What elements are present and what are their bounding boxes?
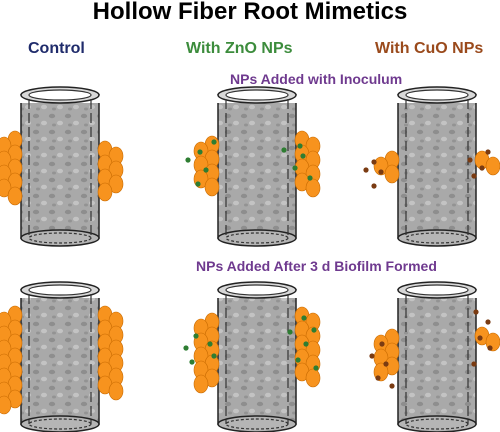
hollow-fiber — [397, 281, 477, 432]
figure-title: Hollow Fiber Root Mimetics — [92, 0, 408, 25]
fiber-body — [217, 289, 297, 425]
nanoparticle — [297, 143, 303, 149]
nanoparticle — [203, 167, 209, 173]
fiber-lumen-bottom — [225, 232, 289, 244]
fiber-lumen-bottom — [28, 232, 92, 244]
nanoparticle — [300, 153, 306, 159]
nanoparticle — [363, 167, 369, 173]
nanoparticle — [378, 169, 384, 175]
nanoparticle — [371, 183, 377, 189]
fiber-lumen-top — [28, 284, 92, 296]
nanoparticle — [471, 173, 477, 179]
nanoparticle — [211, 139, 217, 145]
hollow-fiber — [397, 86, 477, 247]
nanoparticle — [193, 333, 199, 339]
hollow-fiber — [20, 86, 100, 247]
fiber-bottom — [217, 229, 297, 247]
fiber-bottom — [397, 229, 477, 247]
row-label-inoculum: NPs Added with Inoculum — [230, 71, 403, 87]
nanoparticle — [295, 357, 301, 363]
nanoparticle — [281, 147, 287, 153]
nanoparticle — [303, 341, 309, 347]
bacterial-cell — [204, 177, 220, 197]
bacterial-cell — [97, 182, 113, 202]
nanoparticle — [197, 149, 203, 155]
nanoparticle — [485, 319, 491, 325]
cuo-column-heading: With CuO NPs — [375, 40, 484, 57]
nanoparticle — [375, 375, 381, 381]
nanoparticle — [379, 341, 385, 347]
zno-column-heading: With ZnO NPs — [186, 40, 293, 57]
fiber-bottom — [397, 415, 477, 432]
hollow-fiber — [217, 281, 297, 432]
nanoparticle — [301, 315, 307, 321]
nanoparticle — [287, 329, 293, 335]
nanoparticle — [183, 345, 189, 351]
bacterial-cell — [305, 368, 321, 388]
nanoparticle — [185, 157, 191, 163]
fiber-lumen-top — [405, 284, 469, 296]
fiber-lumen-top — [225, 284, 289, 296]
hollow-fiber — [217, 86, 297, 247]
nanoparticle — [189, 359, 195, 365]
fiber-lumen-top — [405, 89, 469, 101]
bacterial-cell — [373, 156, 389, 176]
fiber-body — [20, 94, 100, 239]
bacterial-cell — [485, 156, 500, 176]
fiber-body — [397, 94, 477, 239]
nanoparticle — [479, 165, 485, 171]
nanoparticle — [292, 165, 298, 171]
nanoparticle — [371, 159, 377, 165]
bacterial-cell — [305, 178, 321, 198]
nanoparticle — [473, 309, 479, 315]
nanoparticle — [211, 353, 217, 359]
nanoparticle — [383, 361, 389, 367]
nanoparticle — [389, 383, 395, 389]
bacterial-cell — [0, 395, 12, 415]
nanoparticle — [313, 365, 319, 371]
bacterial-cell — [7, 186, 23, 206]
nanoparticle — [487, 345, 493, 351]
fiber-body — [20, 289, 100, 425]
fiber-body — [397, 289, 477, 425]
fiber-body — [217, 94, 297, 239]
nanoparticle — [311, 327, 317, 333]
nanoparticle — [467, 157, 473, 163]
nanoparticle — [195, 181, 201, 187]
bacterial-cell — [108, 381, 124, 401]
fiber-bottom — [20, 229, 100, 247]
bacterial-cell — [108, 174, 124, 194]
control-column-heading: Control — [28, 40, 85, 57]
nanoparticle — [485, 149, 491, 155]
bacterial-cell — [384, 164, 400, 184]
fiber-lumen-top — [225, 89, 289, 101]
bacterial-cell — [193, 374, 209, 394]
row-label-after-biofilm: NPs Added After 3 d Biofilm Formed — [196, 258, 437, 274]
nanoparticle — [207, 341, 213, 347]
nanoparticle — [369, 353, 375, 359]
nanoparticle — [307, 175, 313, 181]
nanoparticle — [477, 335, 483, 341]
fiber-lumen-top — [28, 89, 92, 101]
nanoparticle — [471, 361, 477, 367]
fiber-lumen-bottom — [405, 232, 469, 244]
hollow-fiber — [20, 281, 100, 432]
